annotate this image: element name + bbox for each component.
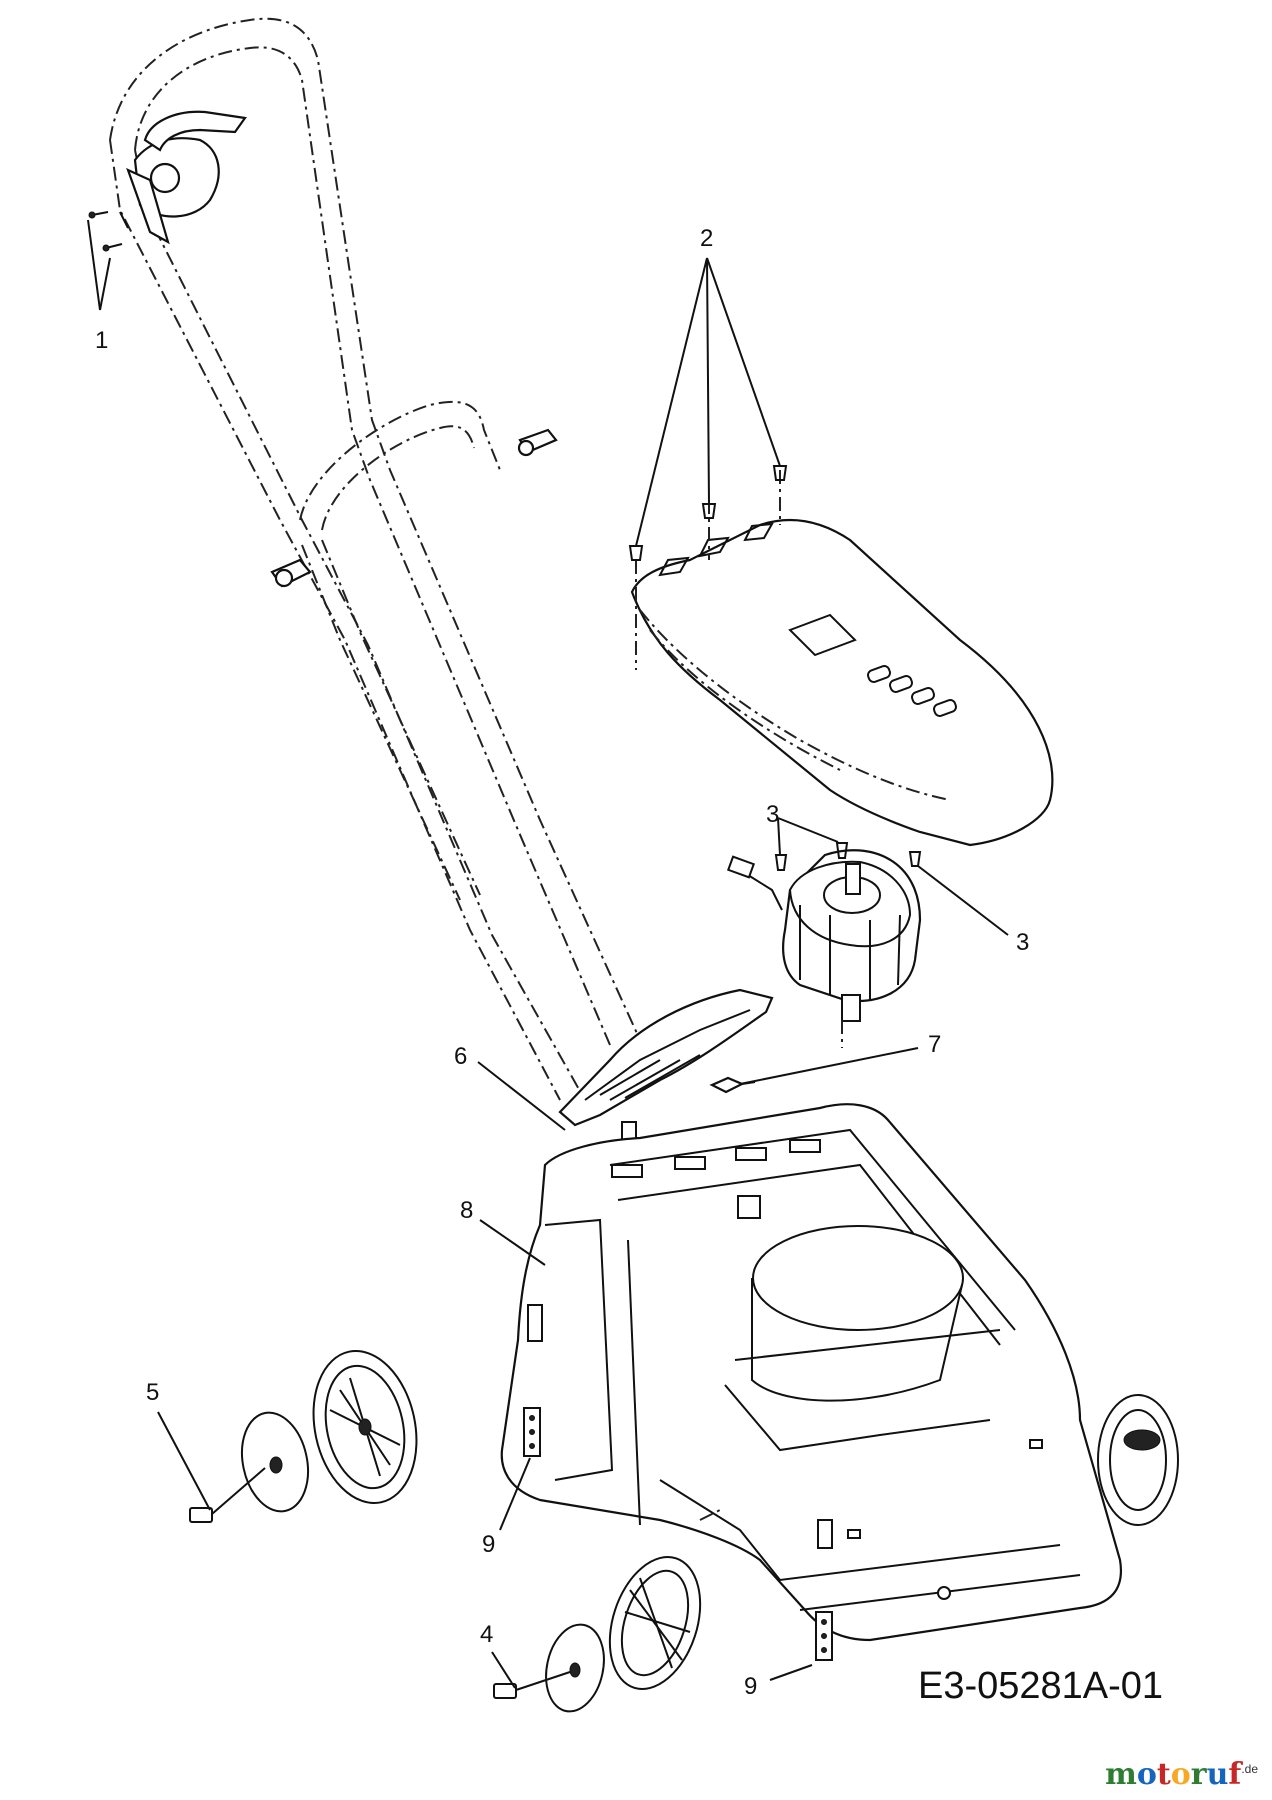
callout-3-right: 3 — [1016, 929, 1029, 956]
front-wheel — [608, 1509, 721, 1690]
cover-screws — [628, 465, 788, 670]
cable-clip — [709, 1076, 756, 1094]
watermark-suffix: .de — [1241, 1762, 1258, 1776]
watermark-letter: u — [1206, 1757, 1229, 1792]
mower-deck — [500, 1103, 1123, 1642]
motor — [726, 849, 922, 1022]
handle-knob-upper — [517, 428, 558, 457]
watermark-letter: m — [1105, 1757, 1137, 1792]
height-adjuster-left — [523, 1407, 541, 1457]
hubcap-front — [545, 1623, 605, 1713]
callout-3-top: 3 — [766, 801, 779, 828]
watermark-logo: motoruf.de — [1105, 1757, 1258, 1792]
rear-wheel-right — [1097, 1394, 1179, 1526]
leader-lines — [87, 219, 1009, 1689]
watermark-letter: r — [1190, 1757, 1207, 1792]
watermark-letter: t — [1156, 1757, 1171, 1792]
watermark-letter: o — [1170, 1757, 1191, 1792]
motor-cover — [630, 518, 1054, 847]
switch-box — [119, 110, 247, 245]
callout-2: 2 — [700, 225, 713, 252]
handle-screws — [88, 211, 123, 252]
rear-wheel-left — [312, 1349, 418, 1505]
callout-4: 4 — [480, 1621, 493, 1648]
drawing-code: E3-05281A-01 — [918, 1665, 1163, 1707]
callout-8: 8 — [460, 1197, 473, 1224]
lower-handle — [299, 400, 501, 901]
callout-5: 5 — [146, 1379, 159, 1406]
callout-9-right: 9 — [744, 1673, 757, 1700]
axle-bolt-front — [493, 1671, 571, 1699]
height-adjuster-right — [815, 1611, 833, 1661]
handle-bracket — [558, 988, 774, 1149]
handle-knob-lower — [270, 558, 312, 588]
watermark-letter: o — [1136, 1757, 1157, 1792]
axle-bolt-left — [189, 1467, 266, 1523]
callout-7: 7 — [928, 1031, 941, 1058]
callout-6: 6 — [454, 1043, 467, 1070]
watermark-letter: f — [1228, 1757, 1242, 1792]
callout-1: 1 — [95, 327, 108, 354]
callout-9-left: 9 — [482, 1531, 495, 1558]
hubcap-left — [241, 1411, 309, 1513]
